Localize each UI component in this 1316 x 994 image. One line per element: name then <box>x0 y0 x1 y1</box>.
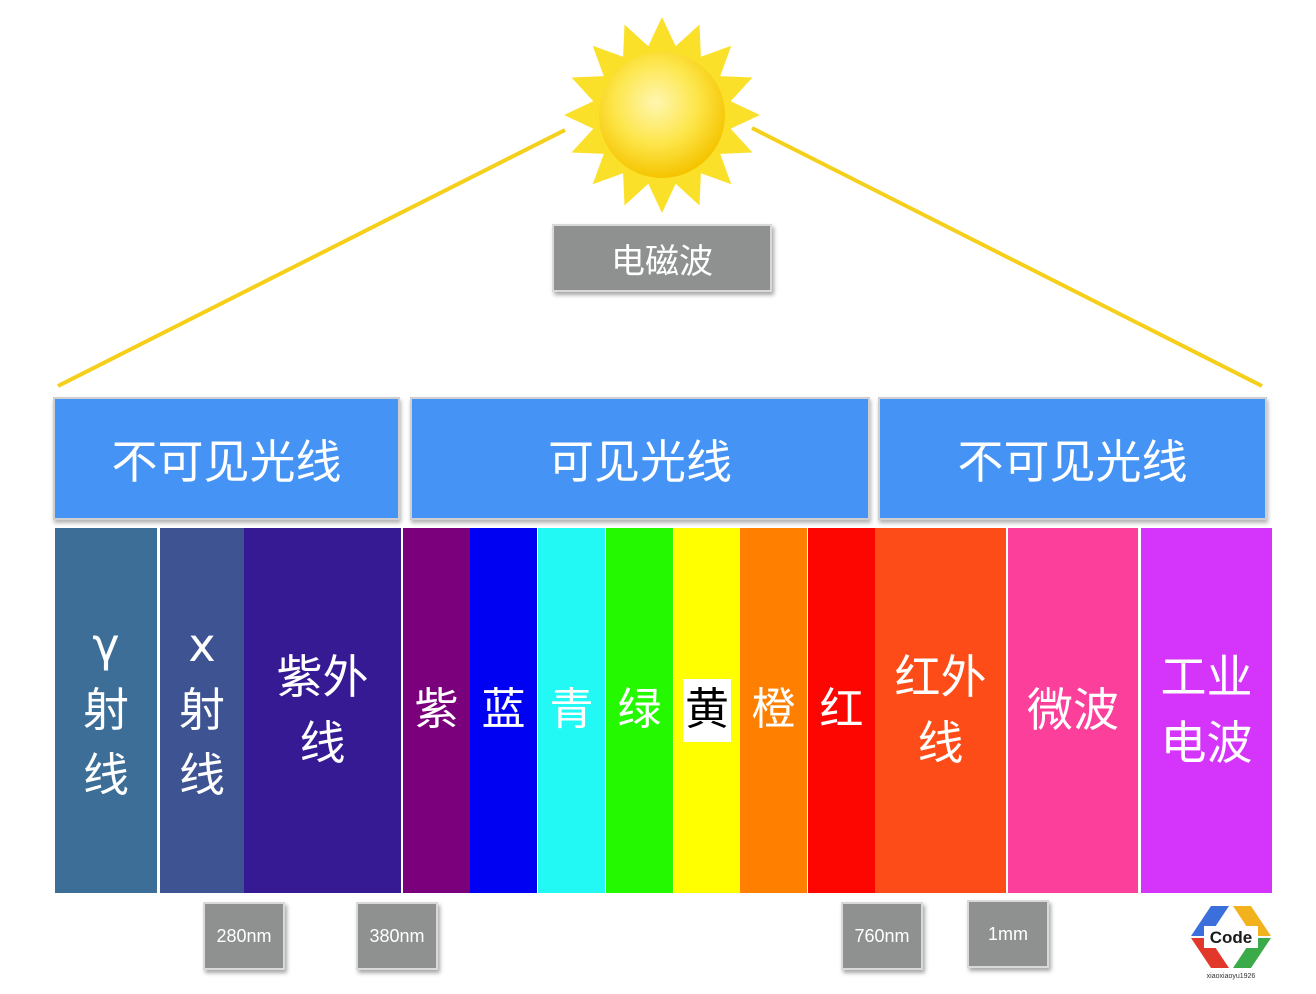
band-industrial-radio: 工业 电波 <box>1141 528 1272 893</box>
band-x-ray-label: x 射 线 <box>179 617 225 803</box>
band-x-ray: x 射 线 <box>160 528 244 893</box>
logo-bottom-left-segment <box>1191 938 1229 968</box>
band-ultraviolet-label: 紫外 线 <box>276 650 369 770</box>
visible-light-header: 可见光线 <box>410 397 870 520</box>
band-ultraviolet: 紫外 线 <box>244 528 401 893</box>
band-green: 绿 <box>606 528 673 893</box>
logo-subtext: xiaoxiaoyu1926 <box>1207 973 1256 980</box>
logo-bottom-right-segment <box>1233 938 1271 968</box>
ray-left-line <box>57 128 566 388</box>
band-blue: 蓝 <box>470 528 537 893</box>
sun-disc-icon <box>599 52 725 178</box>
band-red: 红 <box>808 528 875 893</box>
band-cyan: 青 <box>538 528 605 893</box>
band-orange: 橙 <box>740 528 807 893</box>
band-cyan-label: 青 <box>549 684 594 736</box>
band-yellow: 黄 <box>674 528 740 893</box>
code-logo: Code xiaoxiaoyu1926 <box>1191 906 1271 980</box>
marker-380nm: 380nm <box>356 902 438 970</box>
band-infrared: 红外 线 <box>875 528 1006 893</box>
logo-top-left-segment <box>1191 906 1229 936</box>
marker-1mm: 1mm <box>967 900 1049 968</box>
band-gamma-ray: γ 射 线 <box>55 528 157 893</box>
band-microwave: 微波 <box>1008 528 1138 893</box>
band-orange-label: 橙 <box>751 684 796 736</box>
band-industrial-radio-label: 工业 电波 <box>1160 650 1253 770</box>
marker-760nm: 760nm <box>841 902 923 970</box>
logo-center-box <box>1204 926 1258 948</box>
band-infrared-label: 红外 线 <box>894 650 987 770</box>
marker-280nm: 280nm <box>203 902 285 970</box>
invisible-light-header-left: 不可见光线 <box>53 397 400 520</box>
band-gamma-ray-label: γ 射 线 <box>83 617 129 803</box>
band-yellow-label: 黄 <box>683 679 731 742</box>
band-violet: 紫 <box>403 528 470 893</box>
ray-right-line <box>751 126 1263 388</box>
logo-text: Code <box>1210 928 1253 947</box>
band-blue-label: 蓝 <box>481 684 526 736</box>
band-green-label: 绿 <box>617 684 662 736</box>
electromagnetic-wave-label: 电磁波 <box>552 224 772 292</box>
logo-top-right-segment <box>1233 906 1271 936</box>
band-violet-label: 紫 <box>414 684 459 736</box>
band-microwave-label: 微波 <box>1027 682 1119 737</box>
band-red-label: 红 <box>819 684 864 736</box>
invisible-light-header-right: 不可见光线 <box>878 397 1267 520</box>
